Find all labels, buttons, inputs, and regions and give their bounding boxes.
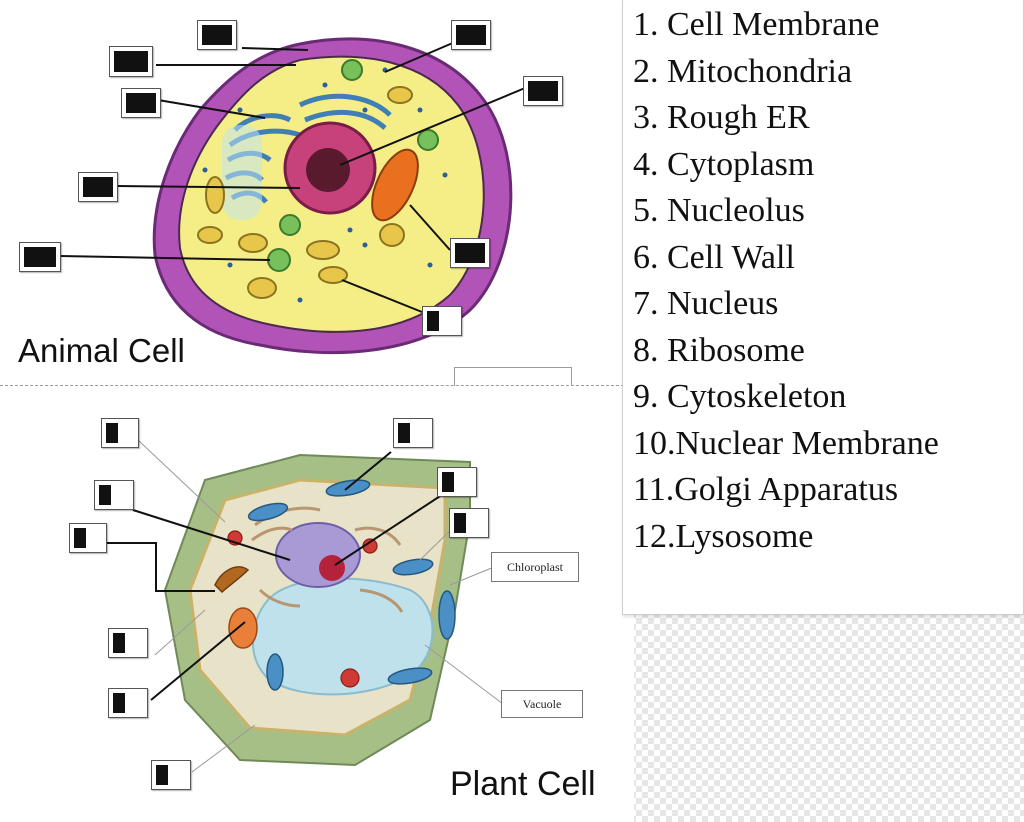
plant-label-box-6[interactable] xyxy=(449,508,489,538)
plant-label-box-5[interactable] xyxy=(69,523,107,553)
animal-label-box-bottom[interactable] xyxy=(422,306,462,336)
legend-item[interactable]: 3. Rough ER xyxy=(633,99,810,136)
plant-label-box-4[interactable] xyxy=(437,467,477,497)
legend-item[interactable]: 6. Cell Wall xyxy=(633,238,795,276)
animal-label-box-top-right[interactable] xyxy=(451,20,491,50)
plant-label-box-1[interactable] xyxy=(101,418,139,448)
legend-list: 1. Cell Membrane 2. Mitochondria 3. Roug… xyxy=(623,0,1023,560)
plant-label-box-9[interactable] xyxy=(151,760,191,790)
legend-item[interactable]: 1. Cell Membrane xyxy=(633,6,880,43)
animal-label-box-golgi[interactable] xyxy=(121,88,161,118)
animal-label-box-mitochondria[interactable] xyxy=(450,238,490,268)
legend-item[interactable]: 11.Golgi Apparatus xyxy=(633,471,899,508)
vacuole-tag: Vacuole xyxy=(501,690,583,718)
plant-cell-diagram xyxy=(87,439,504,773)
plant-label-box-2[interactable] xyxy=(393,418,433,448)
legend-item[interactable]: 8. Ribosome xyxy=(633,331,805,369)
animal-cell-title: Animal Cell xyxy=(18,332,185,369)
animal-cell-diagram xyxy=(59,37,526,355)
legend-item[interactable]: 7. Nucleus xyxy=(633,285,779,322)
legend-item[interactable]: 5. Nucleolus xyxy=(633,192,805,229)
animal-label-box-membrane[interactable] xyxy=(109,46,153,77)
plant-cell-title: Plant Cell xyxy=(450,765,596,803)
legend-item[interactable]: 12.Lysosome xyxy=(633,517,814,555)
legend-item[interactable]: 10.Nuclear Membrane xyxy=(633,424,939,462)
animal-label-box-top[interactable] xyxy=(197,20,237,50)
legend-item[interactable]: 9. Cytoskeleton xyxy=(633,378,847,415)
legend-item[interactable]: 4. Cytoplasm xyxy=(633,145,815,183)
animal-label-box-vesicle[interactable] xyxy=(19,242,61,272)
legend-panel: 1. Cell Membrane 2. Mitochondria 3. Roug… xyxy=(622,0,1024,615)
plant-label-box-8[interactable] xyxy=(108,688,148,718)
legend-item[interactable]: 2. Mitochondria xyxy=(633,52,853,90)
animal-label-box-nucleolus[interactable] xyxy=(523,76,563,106)
chloroplast-tag: Chloroplast xyxy=(491,552,579,582)
plant-label-box-3[interactable] xyxy=(94,480,134,510)
animal-label-box-nucleus[interactable] xyxy=(78,172,118,202)
plant-label-box-7[interactable] xyxy=(108,628,148,658)
panel-divider xyxy=(0,385,634,386)
